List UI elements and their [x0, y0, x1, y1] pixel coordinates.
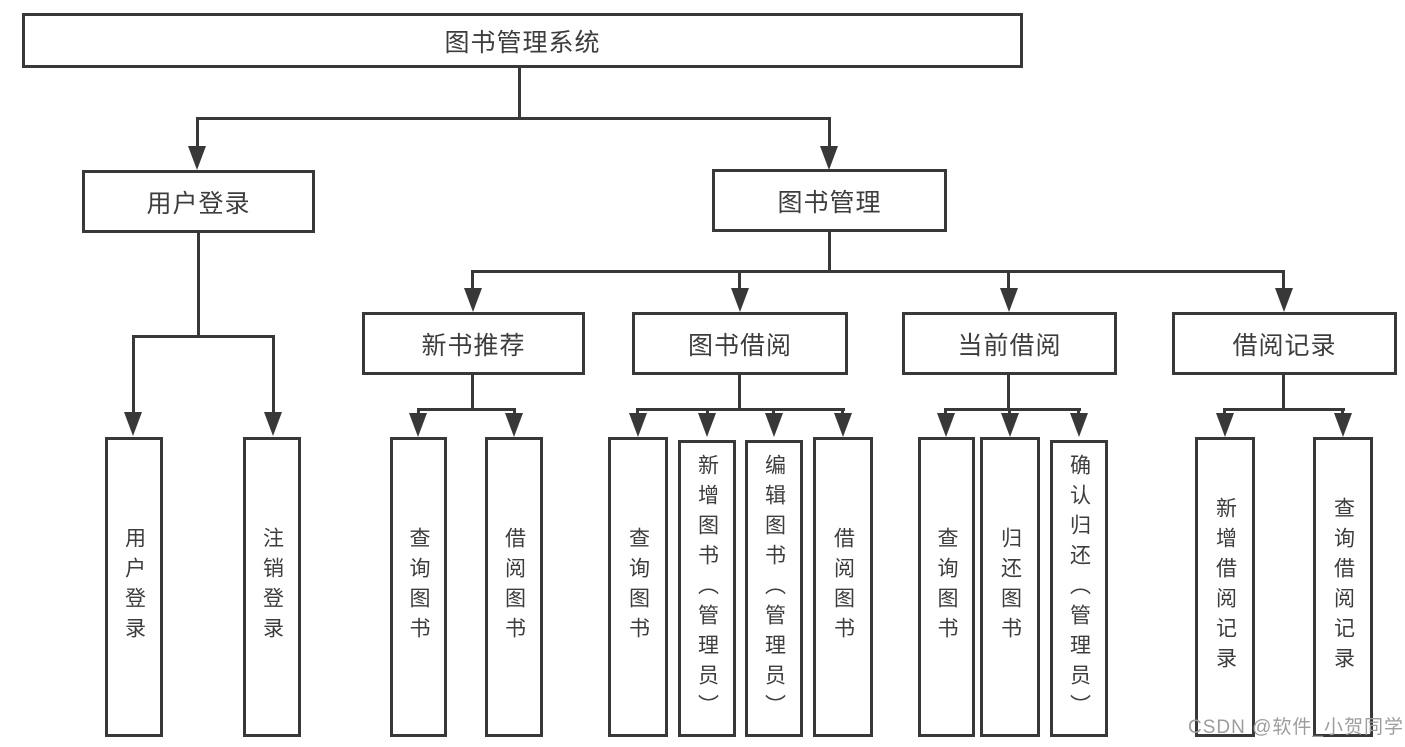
- connector-line: [1223, 408, 1226, 416]
- connector-line: [828, 231, 831, 272]
- leaf-cb-return-books-label: 归还图书: [998, 527, 1022, 647]
- node-root: 图书管理系统: [22, 13, 1023, 68]
- arrow-down-icon: [629, 413, 647, 437]
- node-book-borrow-label: 图书借阅: [687, 331, 792, 360]
- connector-line: [944, 408, 947, 416]
- connector-line: [841, 408, 844, 416]
- leaf-bb-add-books-admin: 新增图书（管理员）: [678, 440, 736, 737]
- node-borrow-records-label: 借阅记录: [1232, 331, 1337, 360]
- leaf-logout: 注销登录: [243, 437, 301, 737]
- arrow-down-icon: [264, 412, 282, 436]
- connector-line: [1282, 375, 1285, 411]
- connector-line: [1007, 270, 1010, 292]
- connector-line: [1008, 408, 1011, 416]
- arrow-down-icon: [937, 413, 955, 437]
- node-current-borrow-label: 当前借阅: [957, 331, 1062, 360]
- connector-line: [772, 408, 775, 416]
- arrow-down-icon: [820, 146, 838, 170]
- arrow-down-icon: [1216, 413, 1234, 437]
- connector-line: [518, 68, 521, 120]
- leaf-bb-edit-books-admin: 编辑图书（管理员）: [745, 440, 803, 737]
- connector-line: [513, 408, 516, 416]
- connector-line: [706, 408, 709, 416]
- leaf-bb-add-books-admin-label: 新增图书（管理员）: [695, 453, 719, 724]
- csdn-watermark: CSDN @软件_小贺同学: [1188, 717, 1404, 738]
- leaf-bb-borrow-books: 借阅图书: [813, 437, 873, 737]
- leaf-bb-edit-books-admin-label: 编辑图书（管理员）: [762, 453, 786, 724]
- arrow-down-icon: [765, 413, 783, 437]
- leaf-nbr-borrow-books-label: 借阅图书: [502, 527, 526, 647]
- leaf-bb-query-books-label: 查询图书: [626, 527, 650, 647]
- leaf-bb-borrow-books-label: 借阅图书: [831, 527, 855, 647]
- connector-line: [197, 233, 200, 337]
- node-new-book-recommend-label: 新书推荐: [421, 331, 526, 360]
- connector-line: [132, 335, 275, 338]
- arrow-down-icon: [1275, 288, 1293, 312]
- connector-line: [944, 408, 1081, 411]
- connector-line: [471, 270, 474, 292]
- leaf-user-login-label: 用户登录: [122, 527, 146, 647]
- arrow-down-icon: [1334, 413, 1352, 437]
- arrow-down-icon: [698, 413, 716, 437]
- connector-line: [738, 270, 741, 292]
- arrow-down-icon: [464, 288, 482, 312]
- leaf-cb-confirm-return-admin: 确认归还（管理员）: [1050, 440, 1108, 737]
- node-new-book-recommend: 新书推荐: [362, 312, 585, 375]
- connector-line: [196, 117, 831, 120]
- connector-line: [738, 375, 741, 411]
- leaf-br-add-record-label: 新增借阅记录: [1213, 497, 1237, 677]
- connector-line: [1223, 408, 1345, 411]
- connector-line: [1341, 408, 1344, 416]
- leaf-br-query-record: 查询借阅记录: [1313, 437, 1373, 737]
- leaf-cb-query-books: 查询图书: [918, 437, 975, 737]
- arrow-down-icon: [834, 413, 852, 437]
- connector-line: [471, 270, 1283, 273]
- leaf-cb-return-books: 归还图书: [980, 437, 1040, 737]
- arrow-down-icon: [731, 288, 749, 312]
- arrow-down-icon: [1001, 413, 1019, 437]
- leaf-cb-confirm-return-admin-label: 确认归还（管理员）: [1067, 453, 1091, 724]
- leaf-br-query-record-label: 查询借阅记录: [1331, 497, 1355, 677]
- connector-line: [196, 117, 199, 149]
- leaf-logout-label: 注销登录: [260, 527, 284, 647]
- connector-line: [417, 408, 516, 411]
- connector-line: [132, 335, 135, 414]
- leaf-bb-query-books: 查询图书: [608, 437, 668, 737]
- leaf-nbr-query-books-label: 查询图书: [407, 527, 430, 647]
- connector-line: [417, 408, 420, 416]
- leaf-nbr-query-books: 查询图书: [390, 437, 447, 737]
- leaf-cb-query-books-label: 查询图书: [935, 527, 958, 647]
- leaf-user-login: 用户登录: [105, 437, 163, 737]
- connector-line: [828, 117, 831, 149]
- node-book-management: 图书管理: [712, 169, 947, 232]
- connector-line: [1077, 408, 1080, 416]
- connector-line: [471, 375, 474, 411]
- arrow-down-icon: [409, 413, 427, 437]
- node-borrow-records: 借阅记录: [1172, 312, 1397, 375]
- arrow-down-icon: [124, 412, 142, 436]
- leaf-nbr-borrow-books: 借阅图书: [485, 437, 543, 737]
- node-current-borrow: 当前借阅: [902, 312, 1117, 375]
- node-book-management-label: 图书管理: [777, 188, 882, 217]
- leaf-br-add-record: 新增借阅记录: [1195, 437, 1255, 737]
- node-book-borrow: 图书借阅: [632, 312, 848, 375]
- node-user-login-label: 用户登录: [146, 189, 251, 218]
- connector-line: [636, 408, 639, 416]
- arrow-down-icon: [1070, 413, 1088, 437]
- connector-line: [636, 408, 845, 411]
- arrow-down-icon: [505, 413, 523, 437]
- node-user-login: 用户登录: [82, 170, 315, 233]
- connector-line: [1282, 270, 1285, 292]
- node-root-label: 图书管理系统: [444, 28, 601, 57]
- arrow-down-icon: [1000, 288, 1018, 312]
- connector-line: [1007, 375, 1010, 411]
- arrow-down-icon: [188, 146, 206, 170]
- connector-line: [272, 335, 275, 414]
